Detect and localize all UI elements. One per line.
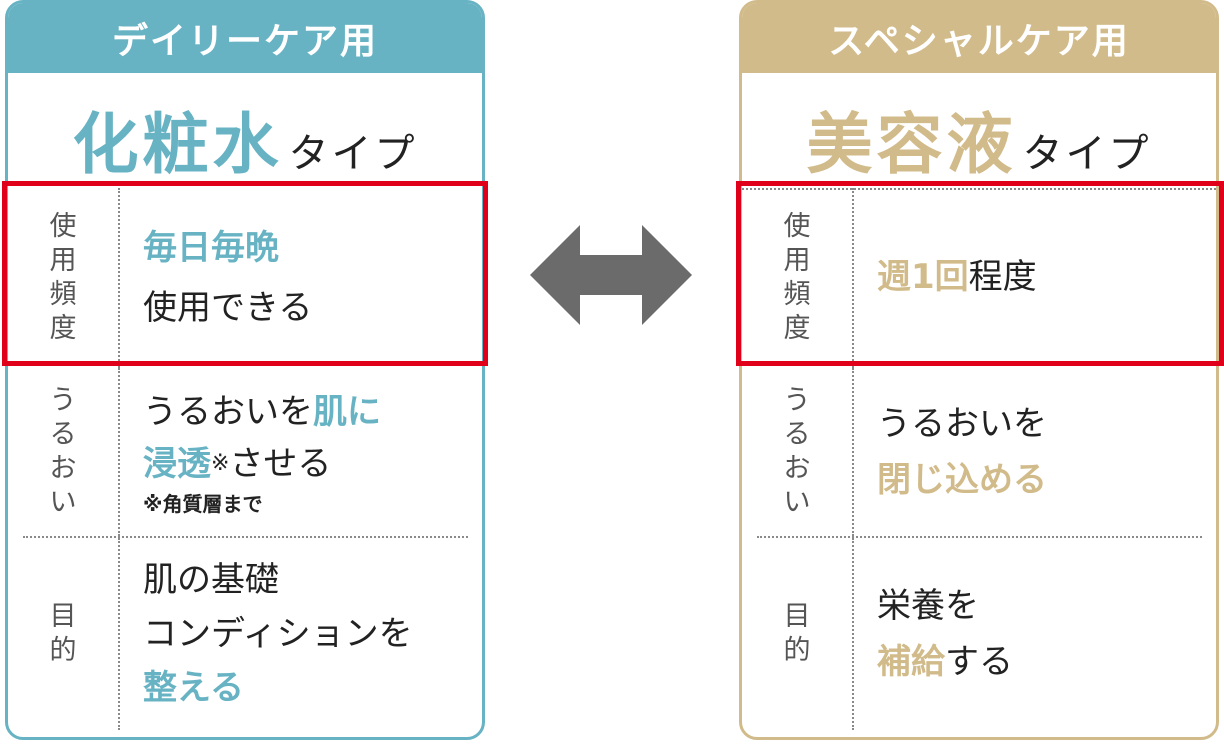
lotion-title-main: 化粧水 [72,106,283,183]
row-divider [757,536,1202,538]
frequency-value: 毎日毎晩 使用できる [143,188,472,368]
frequency-row: 使 用 頻 度 毎日毎晩 使用できる [8,188,482,368]
purpose-value: 肌の基礎 コンディションを 整える [143,560,413,708]
frequency-label: 使 用 頻 度 [49,211,77,344]
daily-care-header: デイリーケア用 [8,3,482,73]
row-separator [852,538,854,730]
purpose-label: 目 的 [49,601,77,666]
serum-type-title: 美容液 タイプ [742,91,1216,183]
special-care-card: スペシャルケア用 美容液 タイプ 使 用 頻 度 週1回程度 う る お い [739,0,1219,740]
purpose-row: 目 的 肌の基礎 コンディションを 整える [8,538,482,730]
frequency-value: 週1回程度 [877,257,1037,297]
row-separator [118,538,120,730]
lotion-type-title: 化粧水 タイプ [8,91,482,183]
frequency-highlight: 週1回 [877,257,969,297]
serum-title-main: 美容液 [806,106,1017,183]
frequency-label: 使 用 頻 度 [783,211,811,344]
daily-care-card: デイリーケア用 化粧水 タイプ 使 用 頻 度 毎日毎晩 使用できる う る お… [5,0,485,740]
frequency-row: 使 用 頻 度 週1回程度 [742,188,1216,368]
purpose-row: 目 的 栄養を 補給する [742,538,1216,730]
serum-title-suffix: タイプ [1022,131,1152,177]
moisture-value: うるおいを肌に 浸透※させる ※角質層まで [143,368,472,536]
moisture-row: う る お い うるおいを 閉じ込める [742,368,1216,536]
row-separator [118,188,120,368]
frequency-highlight: 毎日毎晩 [143,228,279,268]
moisture-value: うるおいを 閉じ込める [877,404,1047,500]
double-headed-arrow-icon [530,225,692,325]
row-divider [23,536,468,538]
row-separator [852,188,854,368]
left-frequency-highlight-box [2,181,488,366]
row-separator [852,368,854,536]
lotion-title-suffix: タイプ [288,131,418,177]
row-separator [118,368,120,536]
moisture-footnote: ※角質層まで [143,492,263,516]
moisture-label: う る お い [49,385,77,518]
moisture-row: う る お い うるおいを肌に 浸透※させる ※角質層まで [8,368,482,536]
frequency-text: 使用できる [143,288,313,328]
right-frequency-highlight-box [736,181,1224,366]
purpose-value: 栄養を 補給する [877,586,1013,682]
moisture-label: う る お い [783,385,811,518]
purpose-label: 目 的 [783,601,811,666]
row-divider [742,188,1216,190]
special-care-header: スペシャルケア用 [742,3,1216,73]
